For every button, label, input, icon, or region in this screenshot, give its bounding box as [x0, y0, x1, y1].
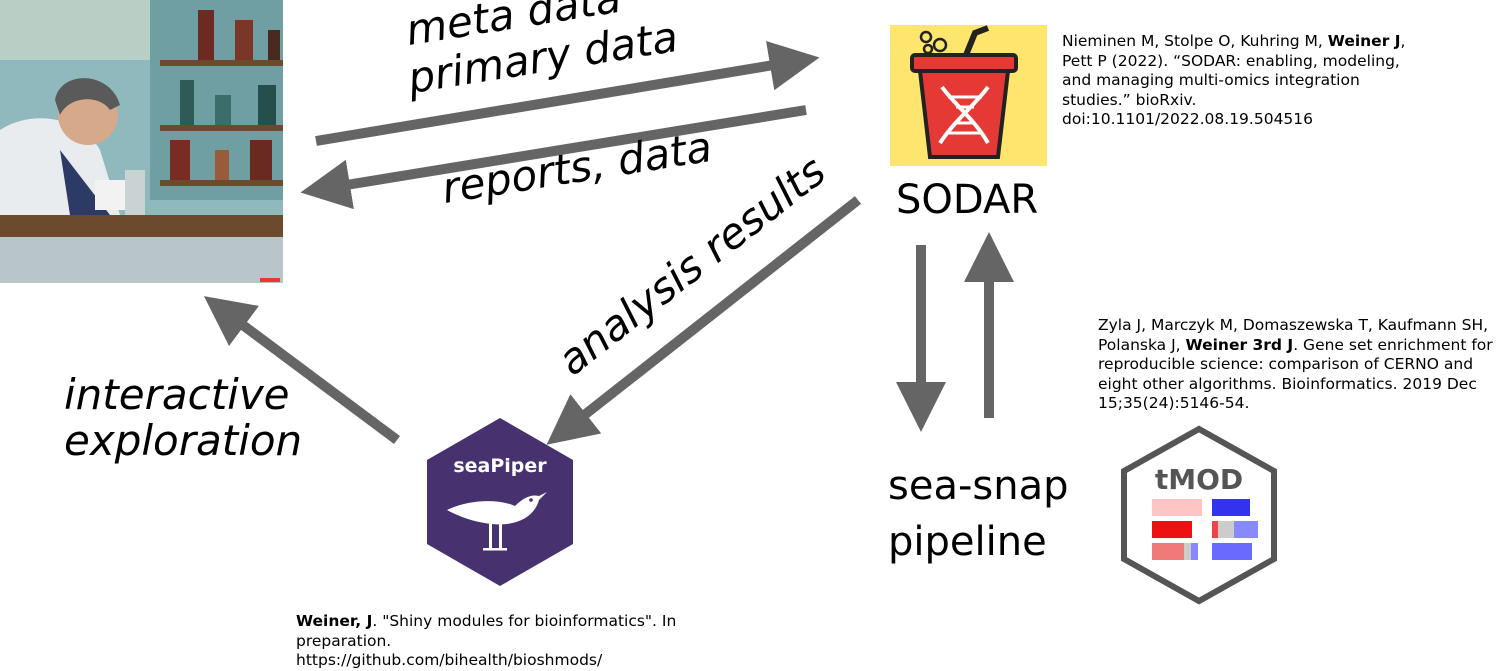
tmod-logo: tMOD — [1120, 425, 1278, 605]
arrow-to-sodar — [315, 40, 820, 146]
tmod-citation-rest: . Gene set enrichment for reproducible s… — [1098, 335, 1493, 413]
sodar-citation-highlight: Weiner J — [1327, 32, 1401, 50]
tmod-citation-highlight: Weiner 3rd J — [1185, 335, 1294, 354]
sodar-cup-icon — [910, 25, 1018, 159]
tmod-bars-icon — [1152, 499, 1258, 560]
sodar-logo — [890, 25, 1047, 166]
sodar-citation: Nieminen M, Stolpe O, Kuhring M, Weiner … — [1062, 32, 1422, 130]
arrow-from-sodar — [300, 105, 807, 210]
seapiper-citation: Weiner, J. "Shiny modules for bioinforma… — [296, 612, 701, 671]
pipeline-line: pipeline — [888, 519, 1047, 565]
arrow-interactive-exploration — [203, 296, 400, 445]
seapiper-citation-rest: . "Shiny modules for bioinformatics". In… — [296, 612, 677, 669]
seasnap-label: sea-snap pipeline — [888, 458, 1069, 570]
interactive-exploration-label: interactive exploration — [64, 370, 303, 466]
bird-icon — [447, 492, 547, 551]
exploration-line: exploration — [64, 416, 303, 466]
seasnap-line: sea-snap — [888, 463, 1069, 509]
tmod-logo-text: tMOD — [1155, 463, 1243, 496]
sodar-citation-authors: Nieminen M, Stolpe O, Kuhring M, — [1062, 32, 1328, 50]
arrow-analysis-results — [546, 196, 862, 445]
sodar-citation-rest: , Pett P (2022). “SODAR: enabling, model… — [1062, 32, 1406, 128]
tmod-citation: Zyla J, Marczyk M, Domaszewska T, Kaufma… — [1098, 316, 1503, 414]
seapiper-logo: seaPiper — [427, 418, 573, 586]
tmod-citation-authors: Zyla J, Marczyk M, Domaszewska T, Kaufma… — [1098, 316, 1489, 354]
seapiper-logo-text: seaPiper — [453, 455, 547, 477]
interactive-line: interactive — [64, 370, 290, 419]
seapiper-citation-highlight: Weiner, J — [296, 612, 373, 630]
scientist-illustration — [0, 0, 283, 283]
sodar-label: SODAR — [896, 177, 1039, 223]
